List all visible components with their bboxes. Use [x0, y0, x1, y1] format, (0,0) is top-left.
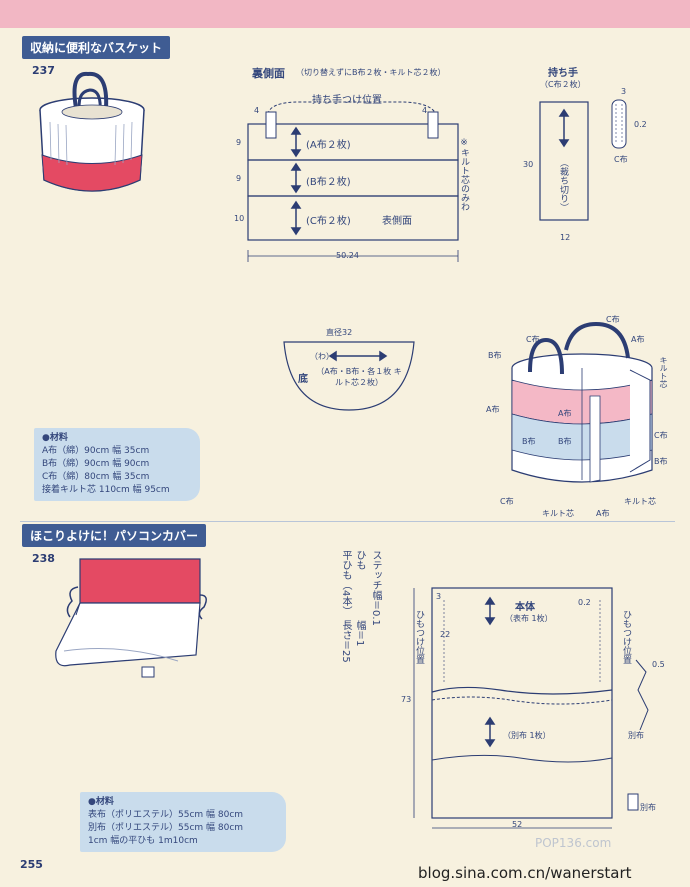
handle-width: 12: [560, 233, 571, 242]
asm-label-11: B布: [654, 457, 668, 466]
dim-upper: 22: [440, 630, 451, 639]
dim-top-left: 3: [436, 592, 442, 601]
asm-label-4: B布: [488, 351, 502, 360]
watermark-logo: POP136.com: [535, 836, 612, 850]
handle-height: 30: [523, 160, 534, 169]
item-number-237: 237: [32, 64, 55, 77]
body-sub1: （表布 1枚）: [505, 614, 553, 623]
materials-box-basket: ●材料 A布（綿）90cm 幅 35cm B布（綿）90cm 幅 90cm C布…: [34, 428, 200, 501]
page-number: 255: [20, 858, 43, 871]
pc-cover-illustration: [55, 558, 207, 678]
asm-label-7: A布: [558, 409, 572, 418]
watermark-url: blog.sina.com.cn/wanerstart: [418, 864, 632, 882]
bottom-diameter: 直径32: [326, 328, 353, 337]
item-number-238: 238: [32, 552, 55, 565]
row-b-label: (B布２枚): [306, 177, 351, 188]
materials-box-pc-cover: ●材料 表布（ポリエステル）55cm 幅 80cm 別布（ポリエステル）55cm…: [80, 792, 286, 852]
bottom-wa: （わ）: [310, 352, 334, 361]
material-line: C布（綿）80cm 幅 35cm: [42, 472, 150, 482]
asm-label-5: キルト芯: [659, 356, 668, 388]
dim-c: 10: [234, 214, 245, 223]
section-divider: [20, 521, 675, 522]
asm-label-9: B布: [558, 437, 572, 446]
side-label-1: 別布: [628, 731, 644, 740]
asm-label-10: C布: [654, 431, 668, 440]
side-label-2: 別布: [640, 803, 656, 812]
material-line: 表布（ポリエステル）55cm 幅 80cm: [88, 810, 244, 820]
material-line: B布（綿）90cm 幅 90cm: [42, 459, 150, 469]
note-width: 幅＝1: [354, 620, 365, 647]
section-title-pc-cover: ほこりよけに！パソコンカバー: [22, 524, 207, 547]
dim-right-top: 4: [422, 106, 428, 115]
assembly-illustration: [511, 321, 653, 483]
handle-small-top: 3: [621, 87, 627, 96]
asm-label-1: C布: [526, 335, 540, 344]
side-panel-diagram: [247, 101, 459, 262]
asm-label-13: キルト芯: [542, 509, 574, 518]
dim-total: 73: [401, 695, 412, 704]
handle-cut-note: （裁ち切り）: [558, 158, 568, 212]
bottom-diagram: [283, 341, 415, 411]
dim-left-top: 4: [254, 106, 260, 115]
row-c-label: (C布２枚): [306, 216, 351, 227]
asm-label-14: A布: [596, 509, 610, 518]
body-pattern-diagram: [413, 587, 649, 829]
bottom-content: （A布・B布・各１枚 キルト芯２枚）: [316, 367, 402, 387]
dim-width-52: 52: [512, 820, 523, 829]
handle-small-label: C布: [614, 155, 628, 164]
bottom-label: 底: [298, 374, 308, 385]
handle-title: 持ち手: [548, 68, 578, 79]
materials-heading: ●材料: [42, 433, 68, 443]
asm-label-15: キルト芯: [624, 497, 656, 506]
handle-small-seam: 0.2: [634, 120, 647, 129]
side-panel-note: （切り替えずにB布２枚・キルト芯２枚）: [296, 68, 446, 77]
dim-fold: 0.5: [652, 660, 665, 669]
note-stitch: ステッチ幅＝0.1: [370, 550, 381, 626]
material-line: 1cm 幅の平ひも 1m10cm: [88, 836, 198, 846]
handle-position-label: 持ち手つけ位置: [312, 95, 382, 106]
dim-top-right: 0.2: [578, 598, 591, 607]
front-side-label: 表側面: [382, 216, 412, 227]
tie-position-left: ひもつけ位置: [414, 610, 424, 664]
materials-heading-2: ●材料: [88, 797, 114, 807]
note-himo: ひも: [354, 550, 365, 570]
material-line: 別布（ポリエステル）55cm 幅 80cm: [88, 823, 244, 833]
dim-a: 9: [236, 138, 242, 147]
asm-label-12: C布: [500, 497, 514, 506]
body-title: 本体: [515, 602, 535, 613]
section-title-basket: 収納に便利なバスケット: [22, 36, 171, 59]
asm-label-2: C布: [606, 315, 620, 324]
quilt-note: ※キルト芯のみわ: [459, 138, 469, 211]
basket-illustration: [39, 71, 145, 192]
asm-label-8: B布: [522, 437, 536, 446]
note-flat-cord: 平ひも（4本）: [340, 550, 351, 617]
body-sub2: （別布 1枚）: [503, 731, 551, 740]
asm-label-3: A布: [631, 335, 645, 344]
asm-label-6: A布: [486, 405, 500, 414]
note-length: 長さ＝25: [340, 620, 351, 663]
top-color-band: [0, 0, 690, 28]
tie-position-right: ひもつけ位置: [621, 610, 631, 664]
handle-diagram: [539, 99, 627, 221]
dim-width: 50.24: [336, 251, 359, 260]
row-a-label: (A布２枚): [306, 140, 351, 151]
side-panel-title: 裏側面: [252, 67, 285, 80]
material-line: A布（綿）90cm 幅 35cm: [42, 446, 150, 456]
material-line: 接着キルト芯 110cm 幅 95cm: [42, 485, 170, 495]
handle-subtitle: （C布２枚）: [540, 80, 586, 89]
dim-b: 9: [236, 174, 242, 183]
